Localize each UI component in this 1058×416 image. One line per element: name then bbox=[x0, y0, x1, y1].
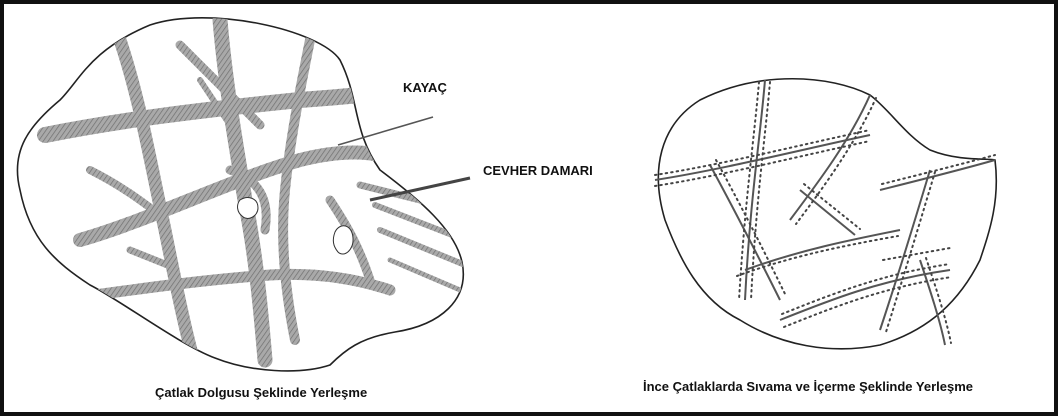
rock-label: KAYAÇ bbox=[403, 80, 447, 95]
left-caption: Çatlak Dolgusu Şeklinde Yerleşme bbox=[155, 385, 367, 400]
right-caption: İnce Çatlaklarda Sıvama ve İçerme Şeklin… bbox=[643, 379, 973, 394]
right-rock-specimen bbox=[655, 79, 996, 349]
ore-vein-label: CEVHER DAMARI bbox=[483, 163, 593, 178]
